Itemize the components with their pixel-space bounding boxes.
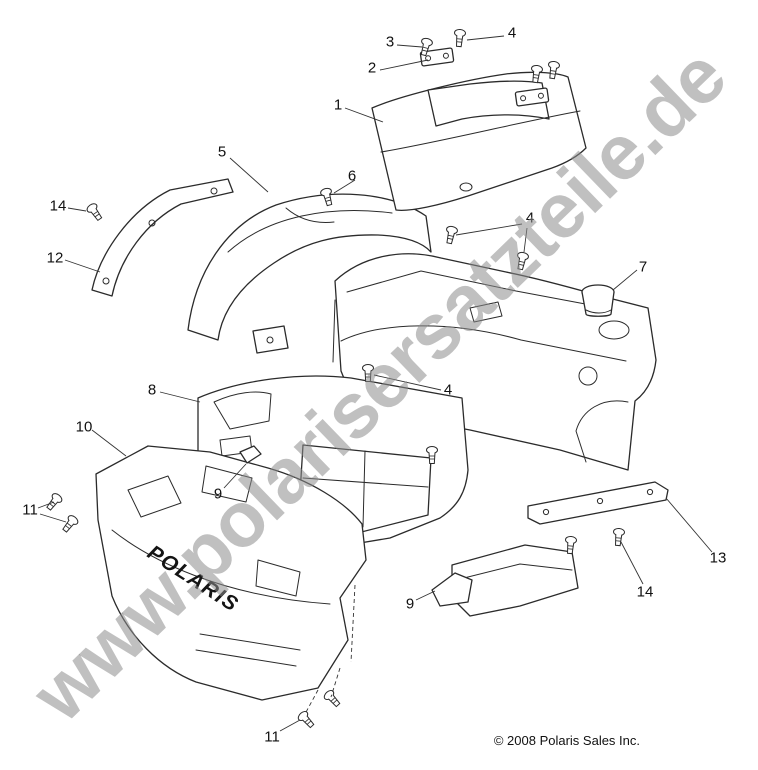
front-fascia-part: POLARIS	[95, 445, 367, 701]
callout-4-mid: 4	[525, 209, 535, 227]
headlight-pod-cover-part	[187, 193, 432, 354]
clip-part	[239, 445, 262, 464]
callout-7: 7	[638, 258, 648, 276]
callout-1: 1	[333, 96, 343, 114]
clip-part	[431, 572, 473, 607]
support-bracket-part	[527, 481, 669, 525]
hood-bracket	[419, 47, 550, 107]
callout-3: 3	[385, 33, 395, 51]
copyright-notice: © 2008 Polaris Sales Inc.	[493, 733, 640, 748]
callout-13: 13	[709, 549, 727, 567]
callout-6: 6	[347, 167, 357, 185]
callout-12: 12	[46, 249, 64, 267]
leader-lines	[37, 35, 713, 732]
callout-10: 10	[75, 418, 93, 436]
callout-9-bottom: 9	[405, 595, 415, 613]
trim-strip-part	[91, 178, 234, 297]
hood-part	[371, 71, 587, 211]
callout-2: 2	[367, 59, 377, 77]
callout-11-bottom: 11	[264, 728, 280, 746]
callout-5: 5	[217, 143, 227, 161]
callout-14-right: 14	[636, 583, 654, 601]
callout-8: 8	[147, 381, 157, 399]
callout-11-left: 11	[22, 501, 38, 519]
callout-9-left: 9	[213, 485, 223, 503]
cup-holder-part	[581, 284, 615, 317]
callout-14-left: 14	[49, 197, 67, 215]
callout-4-top: 4	[507, 24, 517, 42]
callout-4-low: 4	[443, 381, 453, 399]
